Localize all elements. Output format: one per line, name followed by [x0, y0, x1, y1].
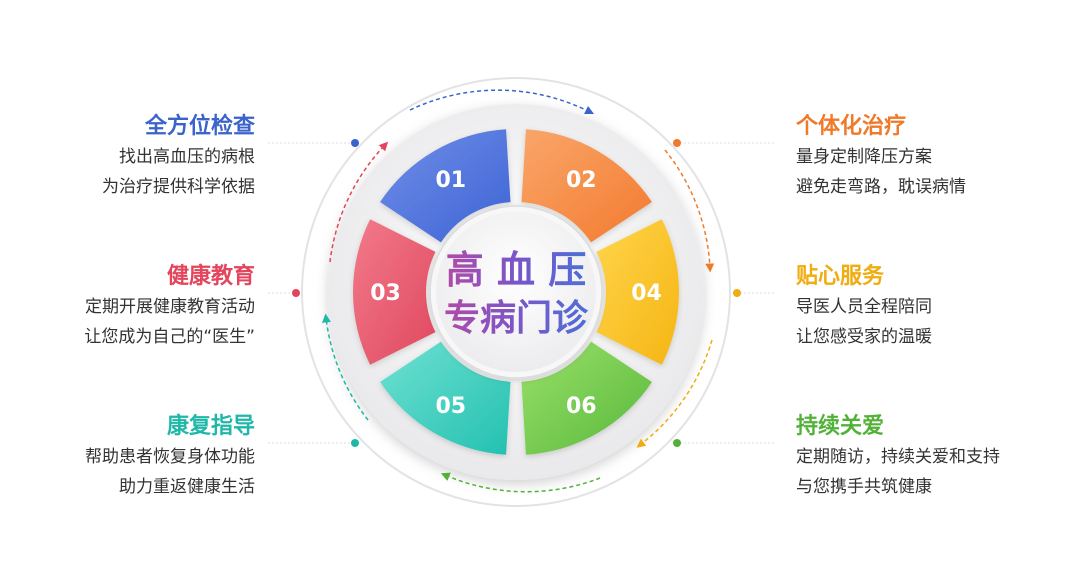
- feature-line: 定期开展健康教育活动: [85, 297, 255, 317]
- dot-01: [351, 139, 359, 147]
- feature-comprehensive-exam: 全方位检查 找出高血压的病根 为治疗提供科学依据: [0, 112, 255, 202]
- feature-line: 量身定制降压方案: [796, 147, 932, 167]
- flow-arrows: [322, 89, 715, 493]
- feature-title: 康复指导: [166, 414, 255, 439]
- segment-02: [521, 129, 652, 243]
- arrow-04-06: [636, 339, 713, 448]
- center-hub-inner: [436, 212, 596, 372]
- segment-number-02: 02: [566, 168, 597, 193]
- feature-line: 避免走弯路，耽误病情: [796, 177, 966, 197]
- segment-number-03: 03: [370, 281, 401, 306]
- center-title-line2: 专病门诊: [444, 298, 589, 339]
- feature-caring-service: 贴心服务 导医人员全程陪同 让您感受家的温暖: [796, 262, 1080, 352]
- feature-title: 健康教育: [166, 264, 255, 289]
- segment-04: [596, 219, 679, 365]
- feature-line: 导医人员全程陪同: [796, 297, 932, 317]
- dot-05: [351, 439, 359, 447]
- arrow-03-01: [329, 141, 389, 263]
- feature-line: 为治疗提供科学依据: [102, 177, 255, 197]
- feature-ongoing-care: 持续关爱 定期随访，持续关爱和支持 与您携手共筑健康: [796, 412, 1080, 502]
- feature-title: 持续关爱: [796, 414, 885, 439]
- connectors: [268, 139, 775, 447]
- arrow-02-04: [664, 149, 715, 273]
- feature-health-education: 健康教育 定期开展健康教育活动 让您成为自己的“医生”: [0, 262, 255, 352]
- dot-02: [673, 139, 681, 147]
- feature-line: 与您携手共筑健康: [796, 477, 932, 497]
- feature-personalized-treatment: 个体化治疗 量身定制降压方案 避免走弯路，耽误病情: [796, 112, 1080, 202]
- feature-line: 助力重返健康生活: [119, 477, 255, 497]
- dot-06: [673, 439, 681, 447]
- feature-title: 个体化治疗: [796, 114, 907, 139]
- dot-03: [292, 289, 300, 297]
- segment-ring: 01 02 03 04 05 06: [353, 129, 679, 455]
- segment-03: [353, 219, 436, 365]
- segment-01: [380, 129, 511, 243]
- feature-title: 全方位检查: [144, 114, 255, 139]
- outer-ring: [301, 77, 731, 507]
- feature-line: 找出高血压的病根: [119, 147, 255, 167]
- center-title-line1: 高 血 压: [446, 248, 586, 292]
- feature-rehab-guidance: 康复指导 帮助患者恢复身体功能 助力重返健康生活: [0, 412, 255, 502]
- feature-line: 定期随访，持续关爱和支持: [796, 447, 1000, 467]
- arrow-01-02: [409, 89, 595, 115]
- feature-line: 帮助患者恢复身体功能: [85, 447, 255, 467]
- segment-number-06: 06: [566, 394, 597, 419]
- feature-title: 贴心服务: [796, 264, 885, 289]
- segment-06: [521, 341, 652, 455]
- segment-number-01: 01: [435, 168, 466, 193]
- segment-05: [380, 341, 511, 455]
- feature-line: 让您感受家的温暖: [796, 327, 932, 347]
- arrow-06-05: [440, 472, 601, 493]
- segment-number-05: 05: [435, 394, 466, 419]
- feature-line: 让您成为自己的“医生”: [84, 327, 255, 347]
- segment-number-04: 04: [631, 281, 662, 306]
- arrow-05-03: [322, 313, 369, 421]
- dot-04: [733, 289, 741, 297]
